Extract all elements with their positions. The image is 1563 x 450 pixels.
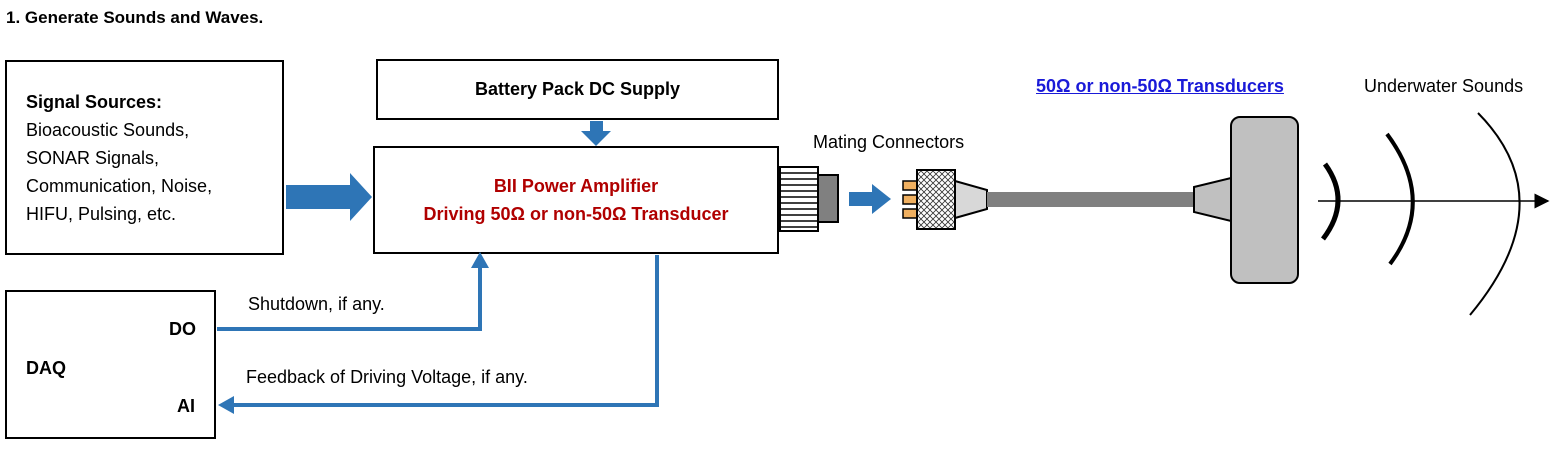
amplifier-output-connector (779, 166, 839, 232)
transducer-cable (987, 192, 1194, 207)
signal-source-line: Communication, Noise, (26, 176, 213, 196)
daq-label: DAQ (26, 358, 66, 378)
signal-source-line: Bioacoustic Sounds, (26, 120, 190, 140)
feedback-arrowhead (218, 396, 234, 414)
shutdown-line (217, 264, 482, 331)
shutdown-arrowhead (471, 252, 489, 268)
signal-to-amplifier-arrow (286, 173, 372, 221)
battery-supply-label: Battery Pack DC Supply (474, 79, 681, 99)
daq-ai-label: AI (177, 396, 195, 416)
transducer-icon (1193, 116, 1299, 284)
transducers-link[interactable]: 50Ω or non-50Ω Transducers (1036, 76, 1284, 96)
amplifier-subtitle: Driving 50Ω or non-50Ω Transducer (423, 204, 729, 224)
feedback-line (232, 255, 659, 407)
amplifier-title: BII Power Amplifier (493, 176, 659, 196)
signal-source-line: SONAR Signals, (26, 148, 160, 168)
power-amplifier-box: BII Power Amplifier Driving 50Ω or non-5… (373, 146, 779, 254)
sound-waves-icon (1318, 112, 1550, 316)
mating-connector-plug (902, 169, 988, 230)
amplifier-to-connector-arrow (849, 184, 891, 214)
feedback-label: Feedback of Driving Voltage, if any. (246, 367, 528, 387)
battery-to-amplifier-arrow (581, 121, 611, 146)
underwater-sounds-label: Underwater Sounds (1364, 76, 1524, 96)
daq-do-label: DO (169, 319, 196, 339)
signal-source-line: HIFU, Pulsing, etc. (26, 204, 177, 224)
page-title: 1. Generate Sounds and Waves. (6, 8, 264, 27)
signal-sources-box: Signal Sources: Bioacoustic Sounds, SONA… (5, 60, 284, 255)
shutdown-label: Shutdown, if any. (248, 294, 385, 314)
signal-sources-title: Signal Sources: (26, 92, 163, 112)
daq-box: DAQ DO AI (5, 290, 216, 439)
mating-connectors-label: Mating Connectors (813, 132, 965, 152)
battery-supply-box: Battery Pack DC Supply (376, 59, 779, 120)
